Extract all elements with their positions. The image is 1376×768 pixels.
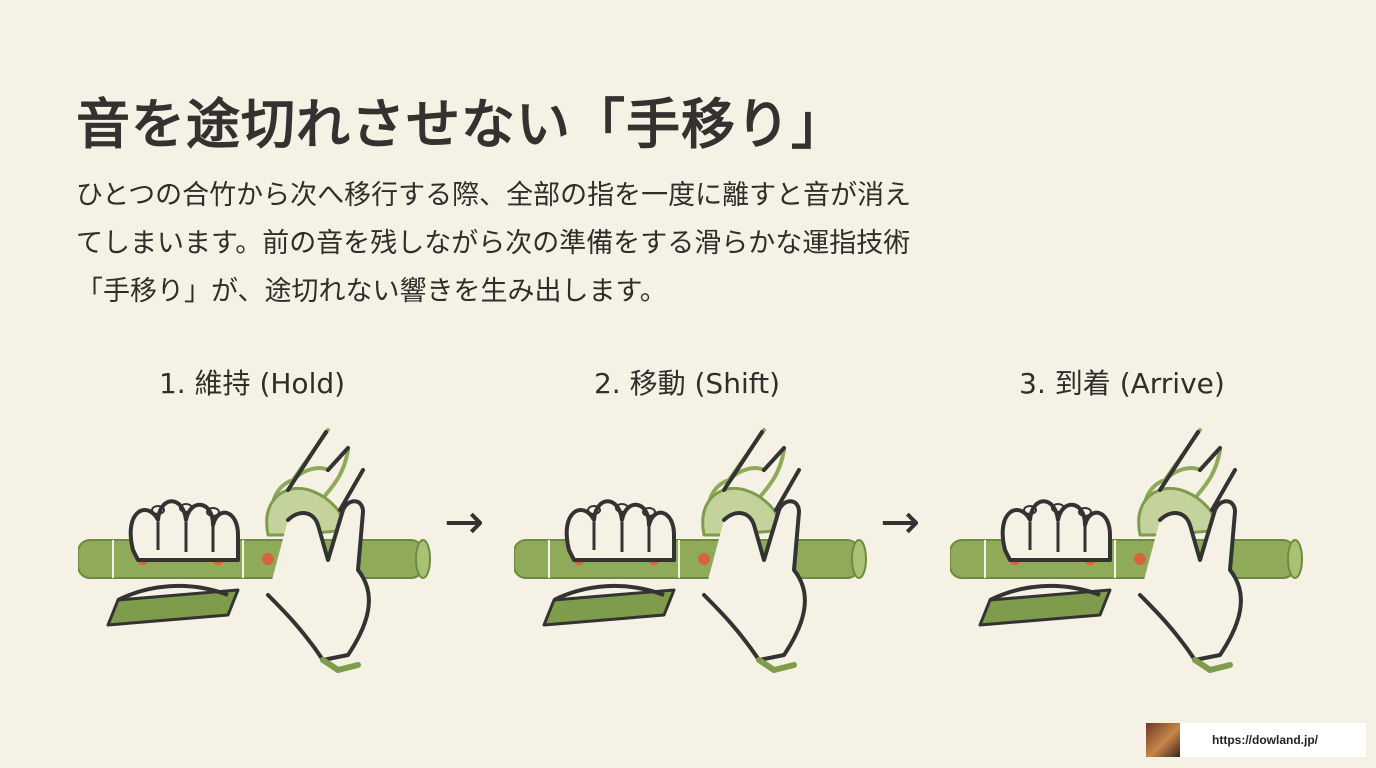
step-illustration-hold bbox=[78, 410, 438, 680]
description: ひとつの合竹から次へ移行する際、全部の指を一度に離すと音が消え てしまいます。前… bbox=[76, 172, 1016, 316]
avatar bbox=[1146, 723, 1180, 757]
description-line: ひとつの合竹から次へ移行する際、全部の指を一度に離すと音が消え bbox=[76, 180, 912, 211]
arrow-right-icon: → bbox=[880, 494, 921, 550]
step-illustration-shift bbox=[514, 410, 874, 680]
step-label-hold: 1. 維持 (Hold) bbox=[158, 367, 346, 400]
description-line: てしまいます。前の音を残しながら次の準備をする滑らかな運指技術 bbox=[76, 228, 911, 259]
arrow-right-icon: → bbox=[444, 494, 485, 550]
description-line: 「手移り」が、途切れない響きを生み出します。 bbox=[76, 276, 667, 307]
step-label-arrive: 3. 到着 (Arrive) bbox=[1019, 367, 1225, 400]
footer-badge[interactable]: https://dowland.jp/ bbox=[1146, 723, 1366, 757]
step-label-shift: 2. 移動 (Shift) bbox=[593, 367, 780, 400]
page-title: 音を途切れさせない「手移り」 bbox=[76, 92, 846, 156]
site-url[interactable]: https://dowland.jp/ bbox=[1212, 733, 1318, 747]
step-illustration-arrive bbox=[950, 410, 1310, 680]
